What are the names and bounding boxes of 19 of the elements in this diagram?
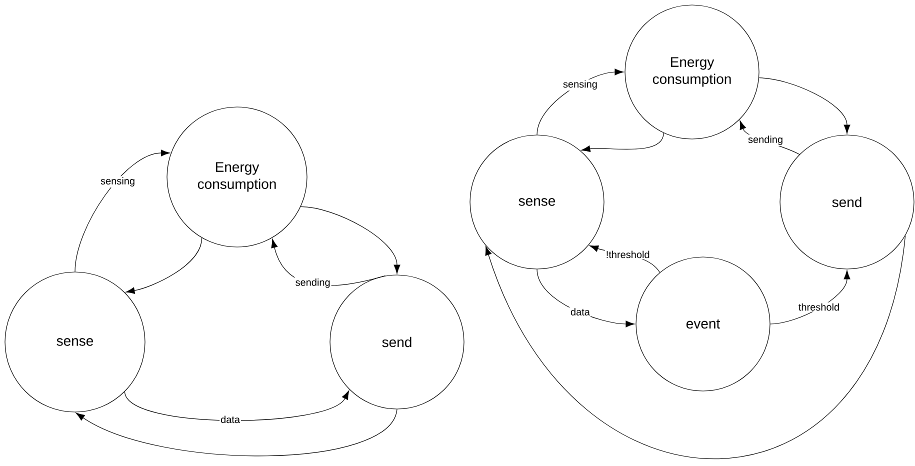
edge-label: sensing: [100, 176, 136, 188]
arrow: [126, 238, 202, 294]
arrow: [581, 132, 664, 152]
arrow: [485, 235, 906, 460]
arrow: [124, 390, 350, 421]
edge-label: sensing: [562, 79, 598, 91]
arrow: [74, 150, 170, 272]
arrow: [536, 269, 635, 328]
edge-label: data: [569, 307, 591, 316]
arrow: [770, 270, 850, 324]
edge-label: !threshold: [604, 250, 651, 260]
edge-label: sending: [747, 134, 784, 146]
arrow: [76, 409, 398, 456]
edge-label: sending: [294, 278, 332, 289]
arrow: [300, 206, 400, 274]
edge-label: data: [220, 414, 241, 424]
arrow: [758, 78, 850, 134]
arrow: [536, 68, 624, 135]
edge-label: threshold: [797, 302, 841, 312]
